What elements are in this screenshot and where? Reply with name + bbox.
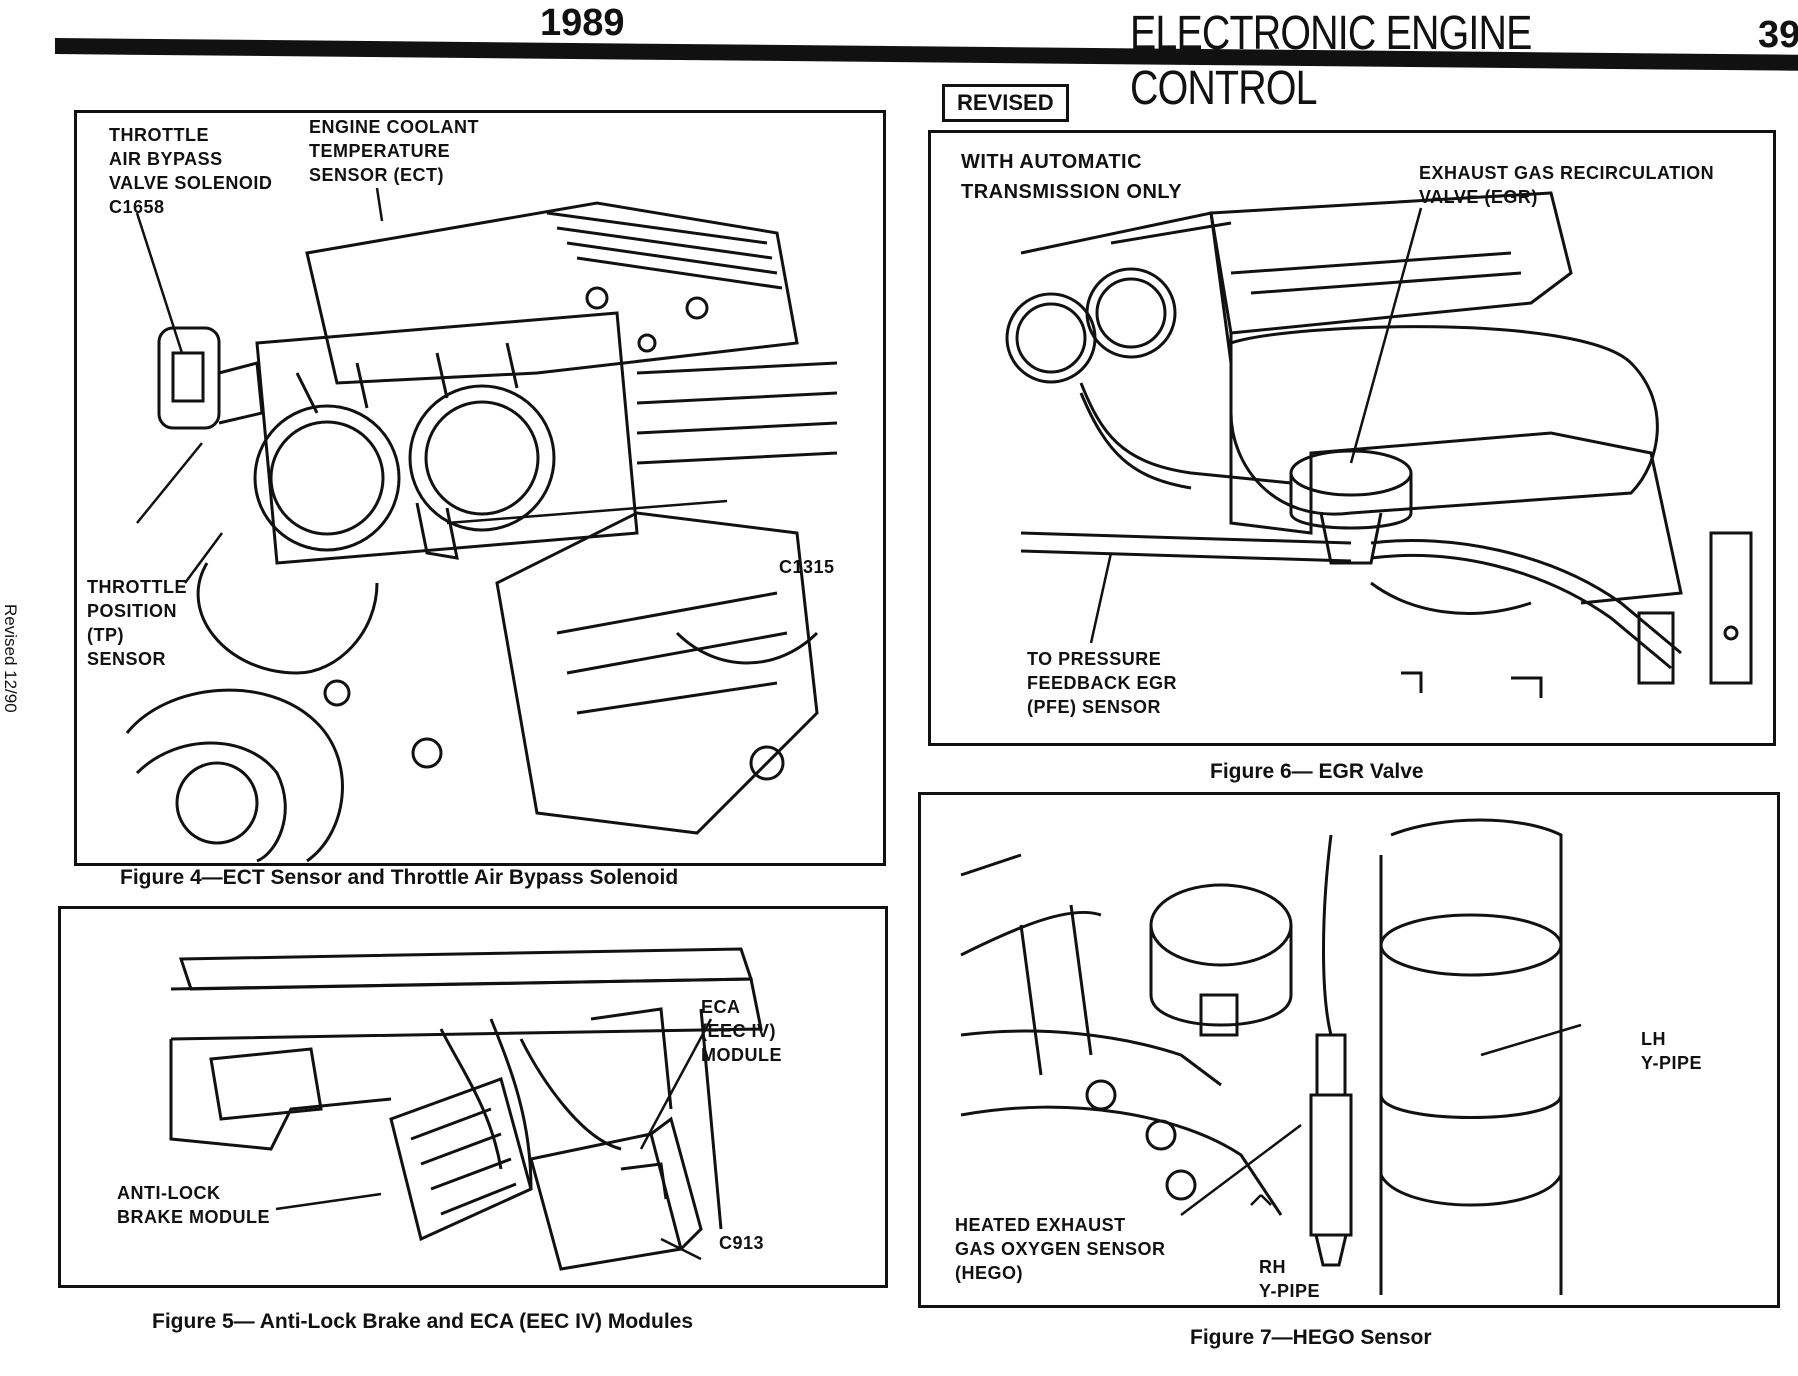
figure-5-panel: ECA (EEC IV) MODULE ANTI-LOCK BRAKE MODU… [58,906,888,1288]
figure-4-panel: THROTTLE AIR BYPASS VALVE SOLENOID C1658… [74,110,886,866]
page-number: 39 [1758,14,1798,56]
rh-y-pipe-label: RH Y-PIPE [1259,1257,1321,1301]
figure-7-caption: Figure 7—HEGO Sensor [1190,1326,1432,1349]
transmission-note-label: WITH AUTOMATIC TRANSMISSION ONLY [961,151,1183,203]
egr-valve-label: EXHAUST GAS RECIRCULATION VALVE (EGR) [1419,163,1715,207]
figure-5-illustration [169,947,763,1271]
revised-badge: REVISED [942,84,1069,122]
eca-module-label: ECA (EEC IV) MODULE [701,997,782,1065]
figure-6-caption: Figure 6— EGR Valve [1210,760,1424,783]
figure-6-illustration [1005,191,1753,698]
figure-6-panel: WITH AUTOMATIC TRANSMISSION ONLY EXHAUST… [928,130,1776,746]
figure-4-illustration [125,187,838,863]
c913-connector-label: C913 [719,1233,765,1253]
figure-7-illustration [960,818,1582,1295]
figure-7-panel: LH Y-PIPE HEATED EXHAUST GAS OXYGEN SENS… [918,792,1780,1308]
hego-sensor-label: HEATED EXHAUST GAS OXYGEN SENSOR (HEGO) [955,1215,1166,1283]
figure-5-caption: Figure 5— Anti-Lock Brake and ECA (EEC I… [152,1310,694,1333]
revision-side-note: Revised 12/90 [1,604,20,713]
abs-module-label: ANTI-LOCK BRAKE MODULE [117,1183,270,1227]
figure-4-caption: Figure 4—ECT Sensor and Throttle Air Byp… [120,866,679,889]
c1315-connector-label: C1315 [779,557,835,577]
pfe-sensor-label: TO PRESSURE FEEDBACK EGR (PFE) SENSOR [1027,649,1178,717]
header-year: 1989 [540,2,625,44]
lh-y-pipe-label: LH Y-PIPE [1641,1029,1703,1073]
ect-sensor-label: ENGINE COOLANT TEMPERATURE SENSOR (ECT) [309,117,480,185]
bypass-solenoid-label: THROTTLE AIR BYPASS VALVE SOLENOID C1658 [109,125,273,217]
tp-sensor-label: THROTTLE POSITION (TP) SENSOR [87,577,187,669]
